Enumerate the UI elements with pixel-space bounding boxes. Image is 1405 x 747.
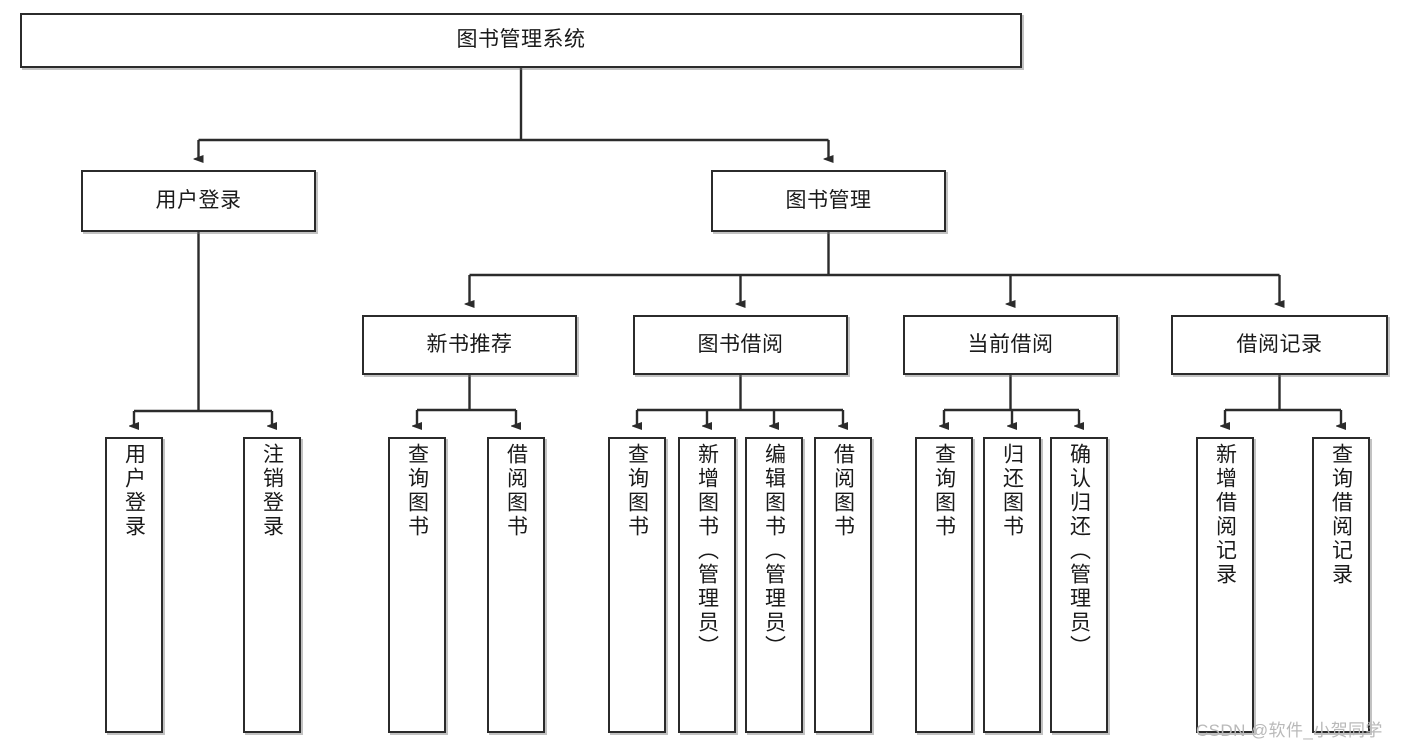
leaf-query-book-1[interactable]: 查询图书 xyxy=(388,437,446,733)
node-book-borrow[interactable]: 图书借阅 xyxy=(633,315,848,375)
node-current-borrow-label: 当前借阅 xyxy=(967,332,1054,356)
node-user-login-label: 用户登录 xyxy=(155,188,242,212)
leaf-query-borrow-record[interactable]: 查询借阅记录 xyxy=(1312,437,1370,733)
leaf-user-login-label: 用户登录 xyxy=(122,443,146,539)
leaf-add-borrow-record[interactable]: 新增借阅记录 xyxy=(1196,437,1254,733)
leaf-borrow-book-2-label: 借阅图书 xyxy=(831,443,855,539)
leaf-confirm-return-label: 确认归还（管理员） xyxy=(1067,443,1091,659)
leaf-return-book-label: 归还图书 xyxy=(1000,443,1024,539)
node-root-label: 图书管理系统 xyxy=(456,28,586,52)
leaf-query-book-2-label: 查询图书 xyxy=(625,443,649,539)
leaf-confirm-return[interactable]: 确认归还（管理员） xyxy=(1050,437,1108,733)
leaf-query-book-1-label: 查询图书 xyxy=(405,443,429,539)
leaf-borrow-book-1-label: 借阅图书 xyxy=(504,443,528,539)
node-user-login[interactable]: 用户登录 xyxy=(81,170,316,232)
leaf-edit-book-label: 编辑图书（管理员） xyxy=(762,443,786,659)
node-book-borrow-label: 图书借阅 xyxy=(697,332,784,356)
leaf-add-borrow-record-label: 新增借阅记录 xyxy=(1213,443,1237,587)
leaf-query-book-3-label: 查询图书 xyxy=(932,443,956,539)
node-root[interactable]: 图书管理系统 xyxy=(20,13,1022,68)
leaf-query-book-3[interactable]: 查询图书 xyxy=(915,437,973,733)
node-current-borrow[interactable]: 当前借阅 xyxy=(903,315,1118,375)
csdn-watermark: CSDN @软件_小贺同学 xyxy=(1196,721,1383,740)
node-borrow-record-label: 借阅记录 xyxy=(1236,332,1323,356)
leaf-user-login[interactable]: 用户登录 xyxy=(105,437,163,733)
leaf-add-book-label: 新增图书（管理员） xyxy=(695,443,719,659)
leaf-query-borrow-record-label: 查询借阅记录 xyxy=(1329,443,1353,587)
leaf-user-logout[interactable]: 注销登录 xyxy=(243,437,301,733)
leaf-user-logout-label: 注销登录 xyxy=(260,443,284,539)
node-book-manage-label: 图书管理 xyxy=(785,188,872,212)
node-new-book-recommend[interactable]: 新书推荐 xyxy=(362,315,577,375)
leaf-add-book[interactable]: 新增图书（管理员） xyxy=(678,437,736,733)
leaf-borrow-book-1[interactable]: 借阅图书 xyxy=(487,437,545,733)
node-new-book-recommend-label: 新书推荐 xyxy=(426,332,513,356)
leaf-borrow-book-2[interactable]: 借阅图书 xyxy=(814,437,872,733)
node-book-manage[interactable]: 图书管理 xyxy=(711,170,946,232)
node-borrow-record[interactable]: 借阅记录 xyxy=(1171,315,1388,375)
leaf-edit-book[interactable]: 编辑图书（管理员） xyxy=(745,437,803,733)
leaf-return-book[interactable]: 归还图书 xyxy=(983,437,1041,733)
leaf-query-book-2[interactable]: 查询图书 xyxy=(608,437,666,733)
